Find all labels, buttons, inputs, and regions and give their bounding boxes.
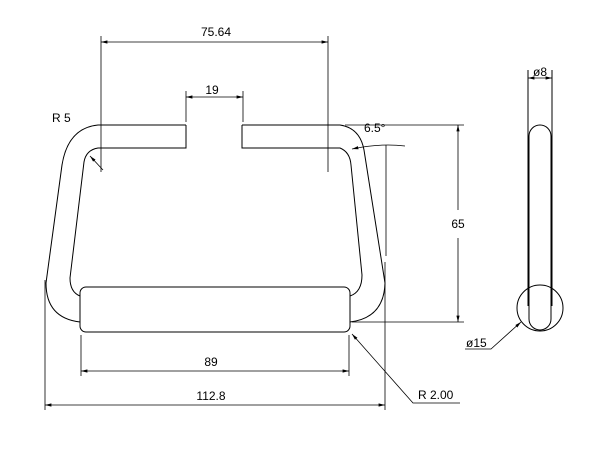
- dim-label: 6.5°: [364, 121, 386, 135]
- handle-side-view: ø8 ø15: [465, 65, 564, 350]
- dim-grip-length: 89: [80, 335, 350, 376]
- dim-overall-width: 112.8: [44, 262, 386, 410]
- grip-section-circle: [516, 284, 564, 332]
- dim-corner-radius: R 5: [52, 111, 104, 171]
- dim-gap: 19: [185, 83, 244, 122]
- dim-label: 89: [204, 355, 218, 369]
- dim-label: R 2.00: [418, 388, 454, 402]
- dim-label: 65: [451, 217, 465, 231]
- dim-label: 75.64: [201, 25, 231, 39]
- dim-height: 65: [345, 124, 465, 323]
- handle-front-view: [45, 124, 386, 333]
- dim-angle: 6.5°: [351, 121, 406, 256]
- dim-label: R 5: [52, 111, 71, 125]
- dim-label: 19: [205, 83, 219, 97]
- dim-label: 112.8: [196, 389, 225, 403]
- dim-top-width: 75.64: [100, 25, 329, 172]
- dim-label: ø8: [533, 65, 547, 79]
- dim-label: ø15: [466, 336, 487, 350]
- dim-grip-radius: R 2.00: [351, 333, 460, 404]
- grip-tube: [79, 286, 351, 333]
